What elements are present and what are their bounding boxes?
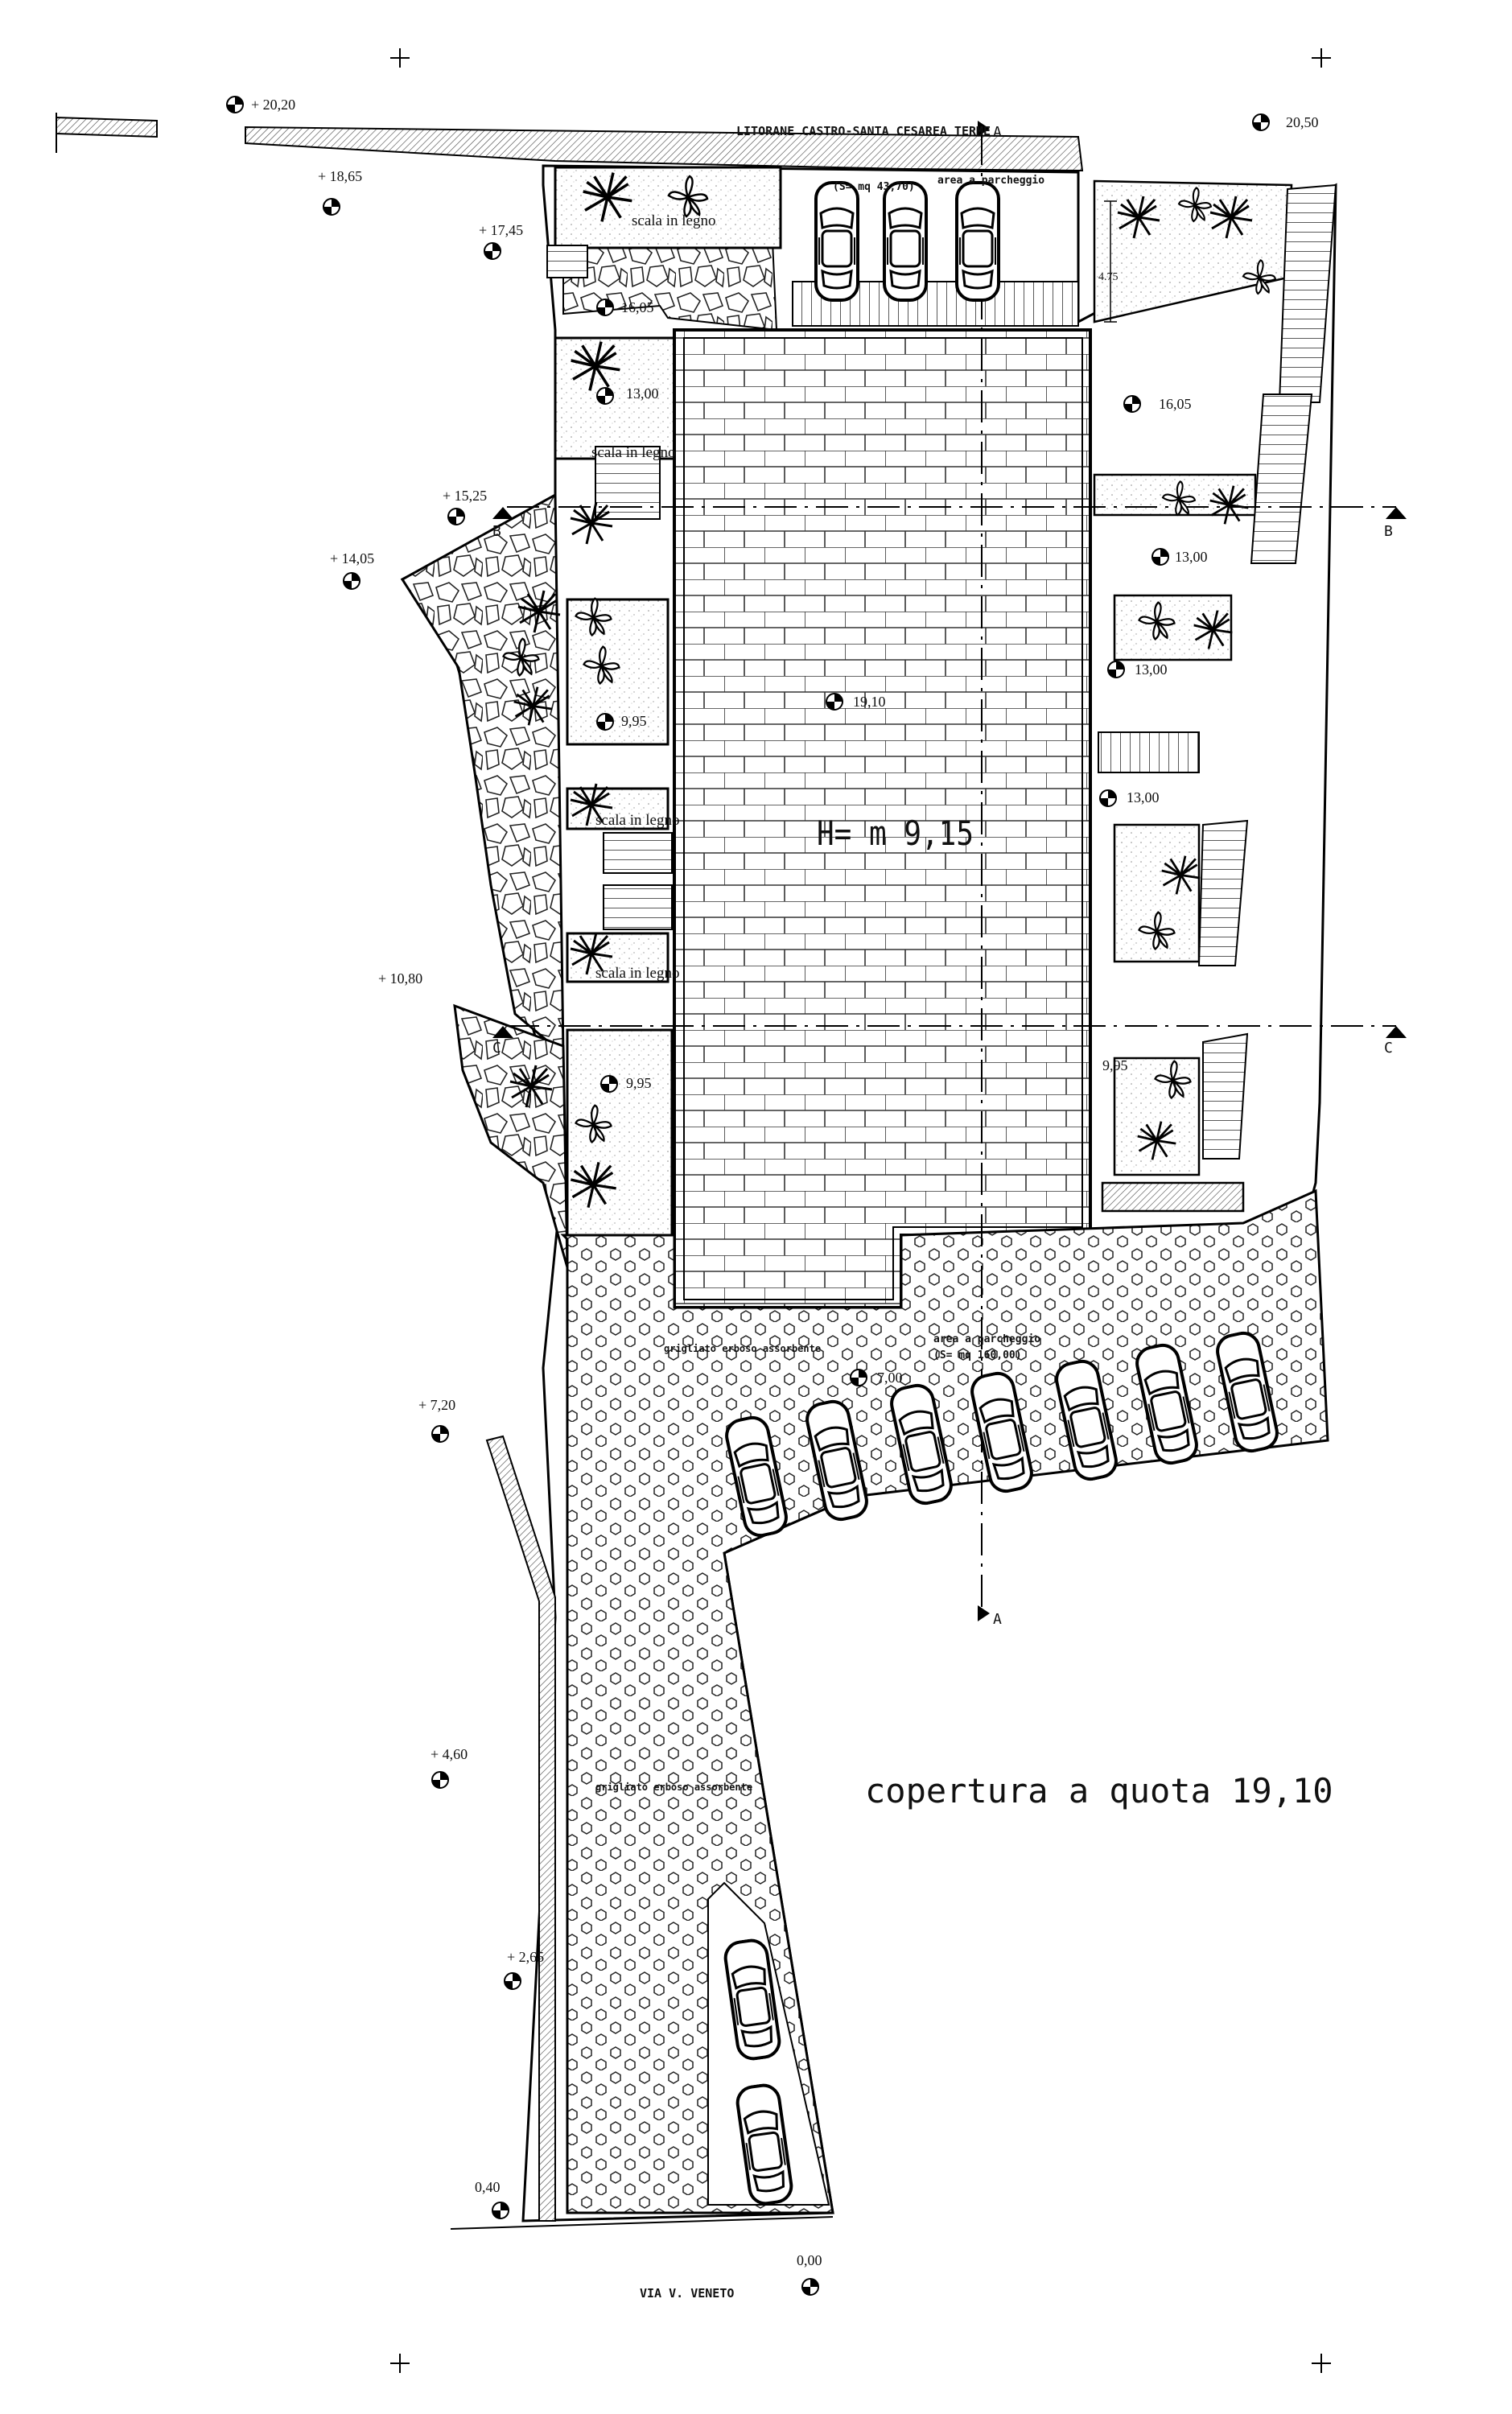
elev-10-80: + 10,80 bbox=[378, 970, 422, 987]
elev-13-00-east-1: 13,00 bbox=[1175, 549, 1208, 565]
section-label-c-right: C bbox=[1384, 1040, 1393, 1057]
section-label-a-top: A bbox=[993, 124, 1002, 141]
section-label-b-left: B bbox=[492, 523, 501, 540]
section-label-b-right: B bbox=[1384, 523, 1393, 540]
elev-14-05: + 14,05 bbox=[330, 550, 374, 566]
elev-15-25: + 15,25 bbox=[443, 488, 487, 504]
elev-9-95-east: 9,95 bbox=[1102, 1057, 1128, 1073]
road-north-label: LITORANE CASTRO-SANTA CESAREA TERME bbox=[736, 124, 991, 138]
timber-stairs-east bbox=[1098, 183, 1337, 1160]
section-markers bbox=[492, 121, 1407, 1621]
elev-13-00-east-3: 13,00 bbox=[1127, 789, 1160, 805]
parking-top-label: area a parcheggio bbox=[937, 175, 1044, 187]
elev-16-05-west: 16,05 bbox=[621, 299, 654, 315]
section-label-c-left: C bbox=[492, 1040, 501, 1057]
elev-0-40: 0,40 bbox=[475, 2179, 501, 2195]
dimension-label: 4.75 bbox=[1098, 271, 1119, 283]
elev-9-95-west-2: 9,95 bbox=[626, 1075, 652, 1091]
elev-20-50: 20,50 bbox=[1286, 114, 1319, 130]
stair-label-1: scala in legno bbox=[632, 212, 715, 229]
elevation-labels: + 20,20 20,50 + 18,65 + 17,45 16,05 13,0… bbox=[251, 97, 1319, 2268]
cars-top-parking bbox=[814, 181, 1000, 302]
north-boundary-wall bbox=[56, 113, 1084, 172]
elev-20-20: + 20,20 bbox=[251, 97, 295, 113]
parking-top-area: (S= mq 43,70) bbox=[833, 181, 915, 193]
plan-title: copertura a quota 19,10 bbox=[865, 1771, 1333, 1810]
section-label-a-bottom: A bbox=[993, 1611, 1002, 1628]
elev-19-10: 19,10 bbox=[853, 694, 886, 710]
elev-7-20: + 7,20 bbox=[418, 1397, 455, 1413]
elev-2-65: + 2,65 bbox=[507, 1949, 544, 1965]
west-terraces bbox=[554, 166, 782, 1241]
elev-13-00-west: 13,00 bbox=[626, 385, 659, 402]
stair-label-2: scala in legno bbox=[591, 444, 675, 461]
grass-label-2: grigliato erboso assorbente bbox=[595, 1782, 752, 1793]
stair-label-4: scala in legno bbox=[595, 965, 679, 982]
parking-main-label: area a parcheggio bbox=[933, 1333, 1040, 1345]
elev-17-45: + 17,45 bbox=[479, 222, 523, 238]
elev-18-65: + 18,65 bbox=[318, 168, 362, 184]
east-terraces bbox=[1093, 179, 1293, 1213]
elev-4-60: + 4,60 bbox=[431, 1746, 468, 1762]
stair-label-3: scala in legno bbox=[595, 812, 679, 829]
dimension-475 bbox=[1104, 200, 1117, 323]
elev-9-95-west-1: 9,95 bbox=[621, 713, 647, 729]
elev-13-00-east-2: 13,00 bbox=[1135, 661, 1168, 678]
parking-main-area: (S= mq 160,00) bbox=[933, 1349, 1022, 1361]
registration-marks bbox=[390, 48, 1331, 2373]
elev-16-05-east: 16,05 bbox=[1159, 396, 1192, 412]
west-boundary-wall bbox=[450, 1435, 834, 2230]
elev-0-00: 0,00 bbox=[797, 2252, 822, 2268]
road-south-label: VIA V. VENETO bbox=[640, 2286, 734, 2301]
building-height-label: H= m 9,15 bbox=[817, 815, 974, 854]
elev-7-00: 7,00 bbox=[877, 1370, 903, 1386]
grass-label-1: grigliato erboso assorbente bbox=[664, 1343, 821, 1354]
